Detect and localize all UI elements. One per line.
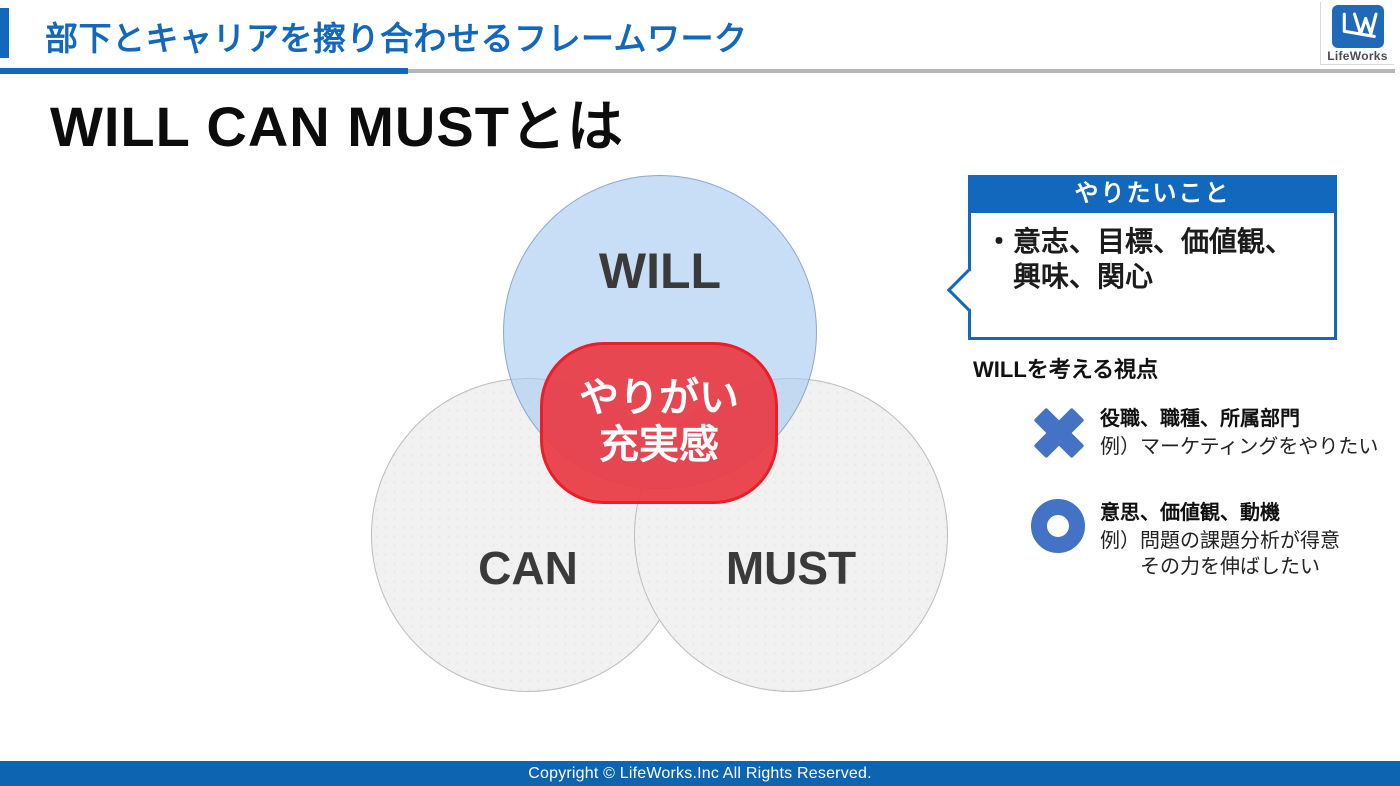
header-divider-blue xyxy=(0,68,408,74)
callout-body-text: ・意志、目標、価値観、 興味、関心 xyxy=(985,226,1294,292)
ring-icon xyxy=(1031,499,1085,553)
copyright-text: Copyright © LifeWorks.Inc All Rights Res… xyxy=(528,764,872,782)
must-circle xyxy=(634,378,948,692)
callout-header: やりたいこと xyxy=(968,175,1337,213)
header-divider-gray xyxy=(408,69,1395,73)
logo-brand-text: LifeWorks xyxy=(1327,49,1388,63)
must-label: MUST xyxy=(725,542,857,594)
page-title: WILL CAN MUSTとは xyxy=(50,95,624,158)
header-divider xyxy=(0,68,1396,74)
lifeworks-logo-icon xyxy=(1331,5,1384,48)
center-overlap-shape xyxy=(540,342,778,504)
viewpoint-heading: WILLを考える視点 xyxy=(973,357,1159,382)
footer-bar: Copyright © LifeWorks.Inc All Rights Res… xyxy=(0,761,1400,786)
header-accent-bar xyxy=(0,8,9,58)
can-label: CAN xyxy=(478,542,578,594)
viewpoint-item-title: 役職、職種、所属部門 xyxy=(1100,408,1300,430)
viewpoint-item-ok: 意思、価値観、動機 例）問題の課題分析が得意 その力を伸ばしたい xyxy=(1100,496,1340,581)
header-title: 部下とキャリアを擦り合わせるフレームワーク xyxy=(45,20,748,57)
viewpoint-item-example: 例）問題の課題分析が得意 その力を伸ばしたい xyxy=(1100,530,1340,579)
lifeworks-logo: LifeWorks xyxy=(1320,2,1394,65)
will-callout: やりたいこと ・意志、目標、価値観、 興味、関心 xyxy=(946,175,1337,340)
viewpoint-item-example: 例）マーケティングをやりたい xyxy=(1100,436,1379,458)
will-label: WILL xyxy=(598,243,722,299)
center-overlap-label: やりがい 充実感 xyxy=(579,375,739,467)
cross-icon xyxy=(1033,407,1085,459)
viewpoint-item-ng: 役職、職種、所属部門 例）マーケティングをやりたい xyxy=(1100,402,1378,460)
viewpoint-item-title: 意思、価値観、動機 xyxy=(1100,502,1280,524)
callout-body: ・意志、目標、価値観、 興味、関心 xyxy=(968,213,1337,340)
